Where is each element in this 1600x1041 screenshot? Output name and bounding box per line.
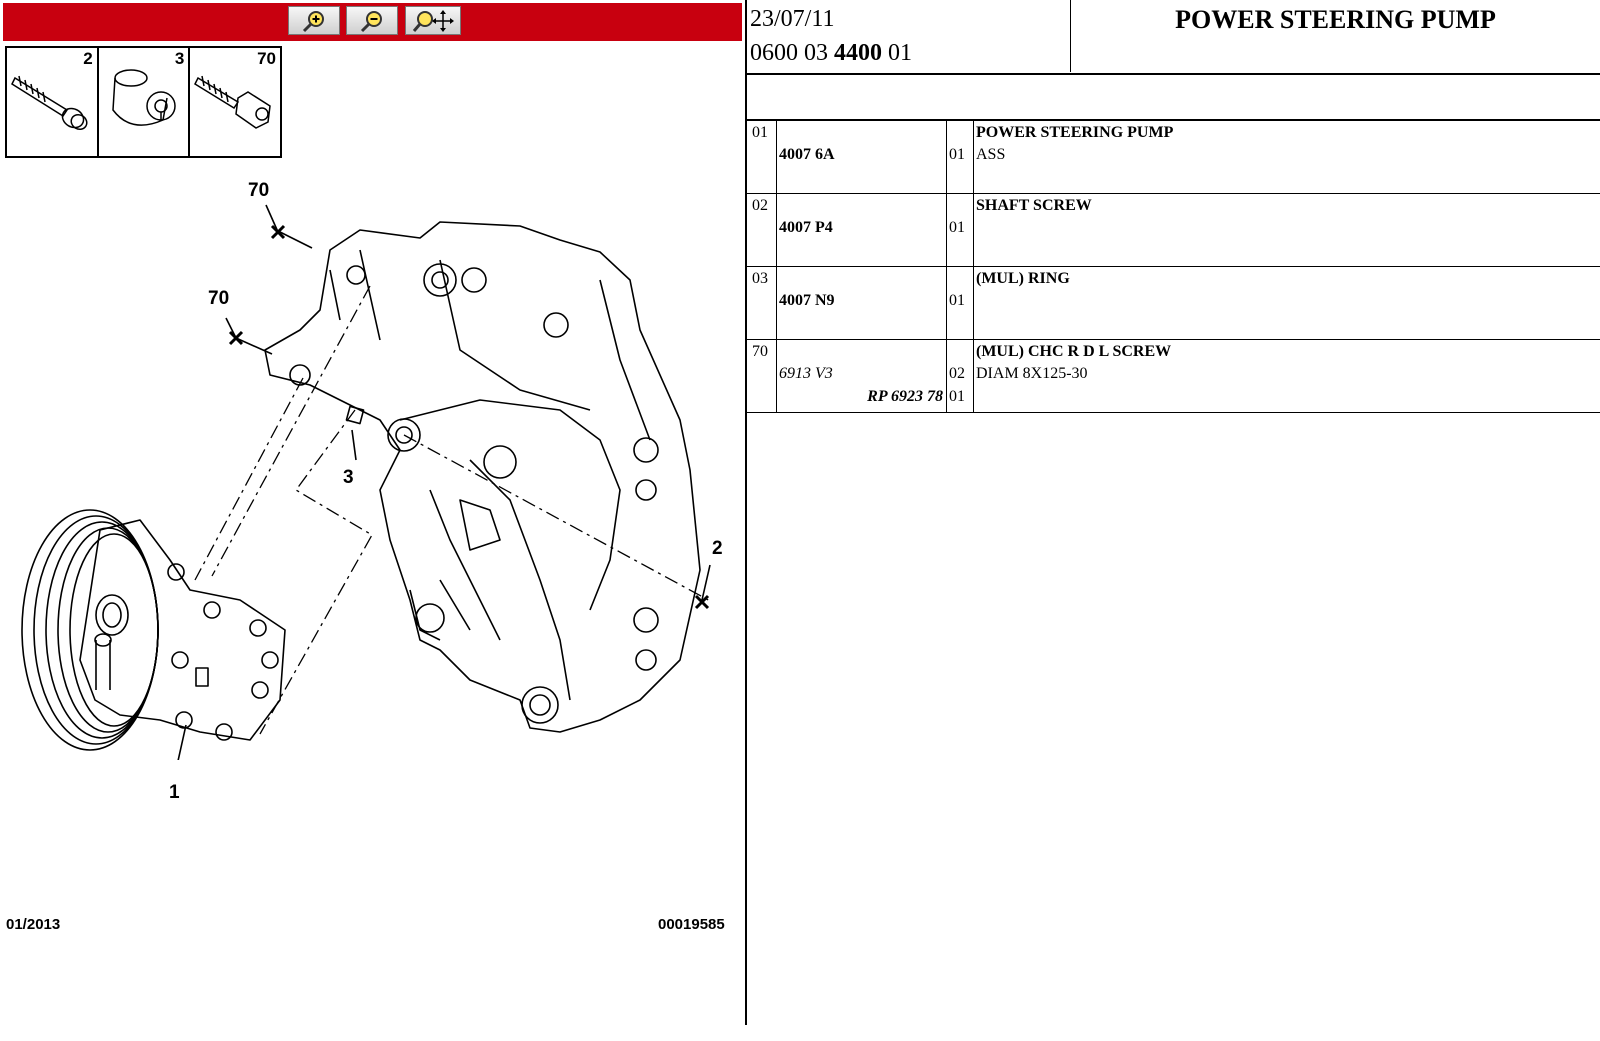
header-date: 23/07/11 (750, 6, 835, 32)
code-bold: 4400 (834, 40, 882, 66)
callout-70: 70 (208, 288, 230, 309)
header-band (747, 75, 1600, 121)
part-description: (MUL) CHC R D L SCREW (976, 343, 1172, 360)
header-code: 0600 03 4400 01 (750, 40, 912, 67)
diagram-date: 01/2013 (6, 916, 61, 933)
diagram-pane: 2 3 7 (0, 0, 745, 1041)
part-description: SHAFT SCREW (976, 197, 1092, 214)
callout-2: 2 (712, 538, 723, 559)
part-description-extra: DIAM 8X125-30 (976, 365, 1088, 382)
table-row[interactable]: 02 4007 P4 01 SHAFT SCREW (747, 194, 1600, 267)
zoom-toolbar (3, 3, 742, 41)
power-steering-pump-diagram (21, 204, 713, 760)
part-quantity-alt: 01 (949, 388, 965, 405)
zoom-out-icon (360, 10, 382, 32)
diagram-ref: 00019585 (658, 916, 725, 933)
parts-table: 01 4007 6A 01 POWER STEERING PUMP ASS 02 … (747, 121, 1600, 413)
part-description: (MUL) RING (976, 270, 1070, 287)
part-index: 03 (752, 270, 768, 287)
callout-3: 3 (343, 467, 354, 488)
part-quantity: 01 (949, 292, 965, 309)
zoom-in-button[interactable] (288, 6, 340, 35)
code-suffix: 01 (882, 40, 912, 66)
thumbnail-part[interactable]: 2 (7, 48, 99, 156)
part-reference[interactable]: 4007 6A (779, 146, 835, 163)
table-row[interactable]: 03 4007 N9 01 (MUL) RING (747, 267, 1600, 340)
ring-icon (111, 69, 176, 126)
code-prefix: 0600 03 (750, 40, 834, 66)
part-index: 70 (752, 343, 768, 360)
thumbnail-label: 70 (257, 49, 277, 68)
part-description-extra: ASS (976, 146, 1006, 163)
zoom-pan-icon (412, 9, 454, 32)
parts-header: 23/07/11 0600 03 4400 01 POWER STEERING … (747, 0, 1600, 75)
zoom-pan-button[interactable] (405, 6, 461, 35)
thumbnail-part[interactable]: 3 (99, 48, 191, 156)
part-reference[interactable]: 4007 N9 (779, 292, 835, 309)
part-reference[interactable]: 4007 P4 (779, 219, 833, 236)
zoom-in-icon (302, 10, 324, 32)
part-quantity: 02 (949, 365, 965, 382)
part-reference-alt[interactable]: RP 6923 78 (867, 388, 943, 405)
callout-1: 1 (169, 782, 180, 803)
header-separator (1070, 0, 1071, 72)
thumbnail-label: 2 (83, 49, 93, 68)
part-index: 01 (752, 124, 768, 141)
table-row[interactable]: 70 6913 V3 RP 6923 78 02 01 (MUL) CHC R D … (747, 340, 1600, 413)
page-title: POWER STEERING PUMP (1175, 5, 1496, 34)
zoom-out-button[interactable] (346, 6, 398, 35)
pane-divider (745, 0, 747, 1025)
part-index: 02 (752, 197, 768, 214)
table-row[interactable]: 01 4007 6A 01 POWER STEERING PUMP ASS (747, 121, 1600, 194)
part-quantity: 01 (949, 219, 965, 236)
thumbnail-label: 3 (174, 49, 185, 68)
thumbnail-part[interactable]: 70 (190, 48, 280, 156)
screw-icon (11, 75, 88, 131)
callout-70: 70 (248, 180, 270, 201)
part-description: POWER STEERING PUMP (976, 124, 1174, 141)
parts-pane: 23/07/11 0600 03 4400 01 POWER STEERING … (747, 0, 1600, 1041)
bolt-icon (194, 75, 272, 129)
part-thumbnails: 2 3 7 (5, 46, 282, 158)
part-reference[interactable]: 6913 V3 (779, 365, 833, 382)
part-quantity: 01 (949, 146, 965, 163)
